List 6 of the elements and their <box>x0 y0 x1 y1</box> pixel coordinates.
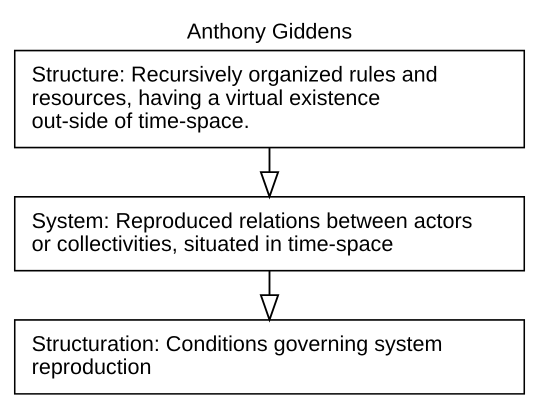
node-box: Structure: Recursively organized rules and resources, having a virtual existence out-side of time-space. <box>14 49 526 148</box>
node-box: System: Reproduced relations between actors or collectivities, situated in time-space <box>14 196 526 271</box>
diagram-title: Anthony Giddens <box>186 18 352 44</box>
arrow <box>260 148 280 200</box>
node-box: Structuration: Conditions governing system reproduction <box>14 318 526 394</box>
arrow <box>260 270 280 322</box>
